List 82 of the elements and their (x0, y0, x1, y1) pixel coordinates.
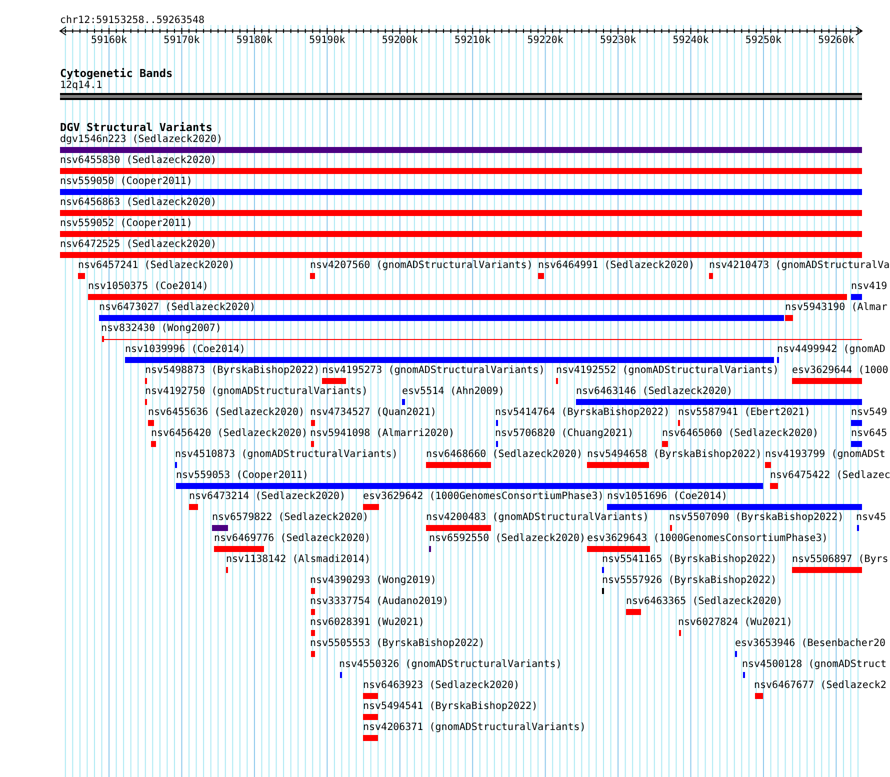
feature-label: nsv6456863 (Sedlazeck2020) (60, 197, 217, 208)
feature-label: nsv559052 (Cooper2011) (60, 218, 192, 229)
feature-label: nsv6463923 (Sedlazeck2020) (363, 680, 520, 691)
feature-label: nsv1039996 (Coe2014) (125, 344, 246, 355)
feature-label: nsv1138142 (Alsmadi2014) (226, 554, 370, 565)
tick-label: 59230k (600, 35, 636, 46)
feature-label: nsv4390293 (Wong2019) (310, 575, 436, 586)
feature-label: nsv5541165 (ByrskaBishop2022) (602, 554, 777, 565)
feature-label: nsv6028391 (Wu2021) (310, 617, 424, 628)
feature-label: nsv6475422 (Sedlazec (770, 470, 890, 481)
feature-label: nsv4195273 (gnomADStructuralVariants) (322, 365, 545, 376)
feature-label: nsv4192750 (gnomADStructuralVariants) (145, 386, 368, 397)
feature-label: esv3629644 (1000 (792, 365, 888, 376)
feature-label: nsv5943190 (Almar (785, 302, 888, 313)
feature-label: nsv5507090 (ByrskaBishop2022) (669, 512, 844, 523)
feature-label: nsv6473214 (Sedlazeck2020) (189, 491, 346, 502)
feature-label: nsv6467677 (Sedlazeck2 (754, 680, 886, 691)
tick-label: 59180k (236, 35, 273, 46)
feature-label: nsv6463146 (Sedlazeck2020) (576, 386, 733, 397)
feature-label: nsv1050375 (Coe2014) (88, 281, 208, 292)
feature-label: nsv4210473 (gnomADStructuralVa (709, 260, 890, 271)
feature-label: nsv5941098 (Almarri2020) (310, 428, 454, 439)
feature-label: esv3629642 (1000GenomesConsortiumPhase3) (363, 491, 604, 502)
feature-label: nsv4550326 (gnomADStructuralVariants) (339, 659, 562, 670)
feature-label: nsv4193799 (gnomADSt (765, 449, 886, 460)
feature-label: nsv645 (851, 428, 888, 439)
feature-label: esv3653946 (Besenbacher20 (735, 638, 886, 649)
feature-label: nsv1051696 (Coe2014) (607, 491, 728, 502)
feature-label: nsv6463365 (Sedlazeck2020) (626, 596, 783, 607)
tick-label: 59190k (309, 35, 346, 46)
feature-label: esv3629643 (1000GenomesConsortiumPhase3) (587, 533, 828, 544)
feature-label: nsv5706820 (Chuang2021) (495, 428, 634, 439)
tick-label: 59170k (164, 35, 200, 46)
feature-label: dgv1546n223 (Sedlazeck2020) (60, 134, 223, 145)
feature-label: nsv5498873 (ByrskaBishop2022) (145, 365, 320, 376)
feature-label: nsv3337754 (Audano2019) (310, 596, 448, 607)
feature-label: nsv6592550 (Sedlazeck2020) (429, 533, 586, 544)
feature-label: nsv6455636 (Sedlazeck2020) (148, 407, 305, 418)
tick-label: 59160k (90, 35, 128, 46)
feature-label: nsv4206371 (gnomADStructuralVariants) (363, 722, 586, 733)
feature-label: nsv5506897 (Byrs (792, 554, 888, 565)
tick-label: 59240k (672, 35, 709, 46)
feature-label: nsv5557926 (ByrskaBishop2022) (602, 575, 777, 586)
feature-label: nsv4510873 (gnomADStructuralVariants) (175, 449, 398, 460)
track-title: Cytogenetic Bands (60, 68, 173, 80)
feature-label: nsv559050 (Cooper2011) (60, 176, 192, 187)
feature-label: nsv5494658 (ByrskaBishop2022) (587, 449, 762, 460)
feature-label: nsv832430 (Wong2007) (101, 323, 222, 334)
tick-label: 59210k (454, 35, 491, 46)
feature-label: nsv45 (856, 512, 886, 523)
feature-label: nsv6469776 (Sedlazeck2020) (214, 533, 371, 544)
feature-label: nsv6473027 (Sedlazeck2020) (99, 302, 256, 313)
feature-label: nsv4734527 (Quan2021) (310, 407, 436, 418)
feature-label: nsv5414764 (ByrskaBishop2022) (495, 407, 670, 418)
feature-label: nsv5505553 (ByrskaBishop2022) (310, 638, 485, 649)
feature-label: nsv6456420 (Sedlazeck2020) (151, 428, 308, 439)
feature-label: nsv6468660 (Sedlazeck2020) (426, 449, 583, 460)
tick-label: 59250k (745, 35, 782, 46)
feature-label: nsv4192552 (gnomADStructuralVariants) (556, 365, 779, 376)
band-label: 12q14.1 (60, 80, 102, 91)
feature-label: nsv4500128 (gnomADStruct (742, 659, 886, 670)
feature-label: nsv419 (851, 281, 888, 292)
feature-label: nsv5494541 (ByrskaBishop2022) (363, 701, 538, 712)
feature-label: nsv5587941 (Ebert2021) (678, 407, 810, 418)
feature-label: nsv6457241 (Sedlazeck2020) (78, 260, 235, 271)
tick-label: 59200k (382, 35, 418, 46)
feature-label: nsv4499942 (gnomAD (777, 344, 886, 355)
feature-label: nsv6464991 (Sedlazeck2020) (538, 260, 695, 271)
feature-label: nsv6455830 (Sedlazeck2020) (60, 155, 217, 166)
feature-label: nsv6465060 (Sedlazeck2020) (662, 428, 819, 439)
feature-label: nsv4207560 (gnomADStructuralVariants) (310, 260, 533, 271)
feature-label: nsv4200483 (gnomADStructuralVariants) (426, 512, 649, 523)
feature-label: esv5514 (Ahn2009) (402, 386, 504, 397)
tick-label: 59260k (818, 35, 854, 46)
feature-label: nsv559053 (Cooper2011) (176, 470, 308, 481)
feature-label: nsv549 (851, 407, 888, 418)
feature-label: nsv6579822 (Sedlazeck2020) (212, 512, 369, 523)
track-title: DGV Structural Variants (60, 122, 212, 134)
tick-label: 59220k (527, 35, 564, 46)
feature-label: nsv6027824 (Wu2021) (678, 617, 792, 628)
location-label: chr12:59153258..59263548 (60, 15, 204, 26)
feature-label: nsv6472525 (Sedlazeck2020) (60, 239, 217, 250)
